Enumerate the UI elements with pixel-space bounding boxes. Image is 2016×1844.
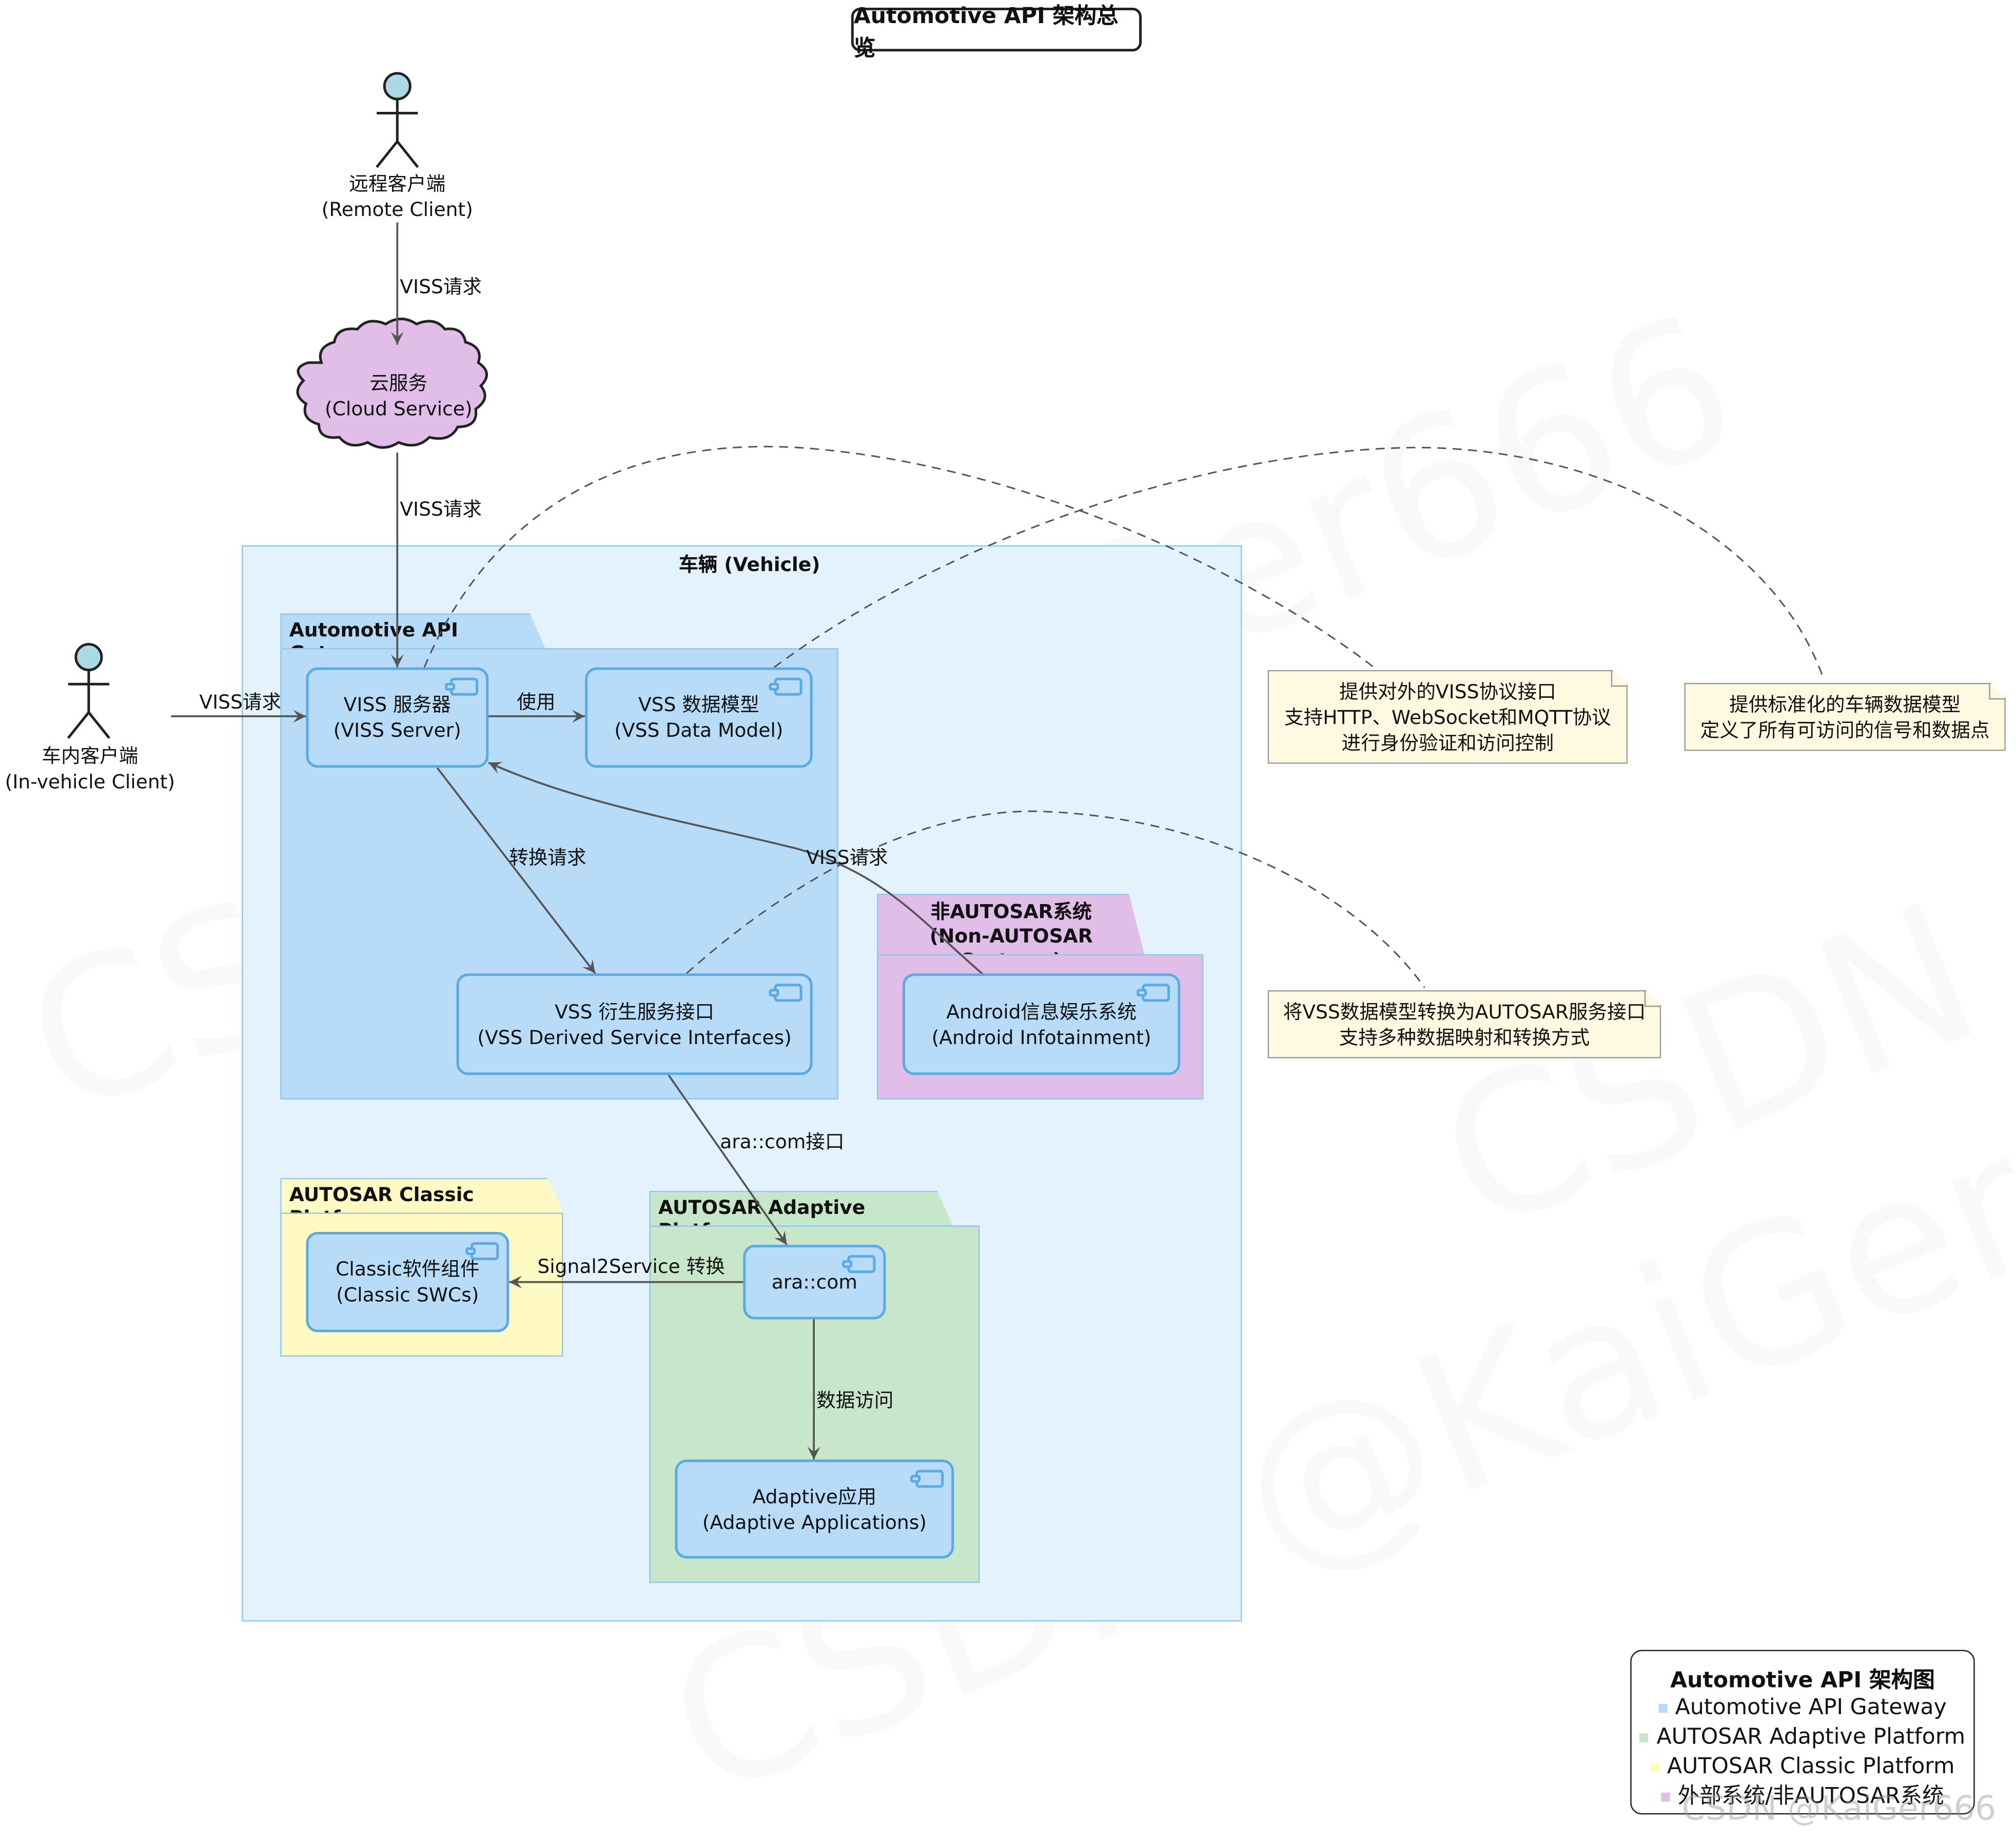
invehicle-client-label-1: 车内客户端 [42,744,139,768]
edge-label-invehicle-to-server: VISS请求 [199,690,282,714]
diagram-title: Automotive API 架构总览 [851,4,1142,62]
classic-swc-label-1: Classic软件组件 [336,1258,480,1281]
component-icon [910,1469,944,1488]
edge-label-aracom-to-classic: Signal2Service 转换 [537,1255,725,1279]
note-link-model [773,446,1824,678]
note-model-line-1: 提供标准化的车辆数据模型 [1729,693,1961,717]
remote-client-actor [376,72,419,168]
vss-model-label-1: VSS 数据模型 [638,693,759,717]
viss-server-label-2: (VISS Server) [333,719,461,742]
vss-data-model-component[interactable]: VSS 数据模型 (VSS Data Model) [585,667,813,768]
cloud-label-1: 云服务 [369,371,428,395]
legend-title: Automotive API 架构图 [1670,1668,1935,1694]
edge-label-server-to-derived: 转换请求 [509,846,586,870]
aracom-component[interactable]: ara::com [743,1245,886,1320]
legend-items: Automotive API Gateway AUTOSAR Adaptive … [1632,1694,1974,1812]
note-fold [1989,684,2004,699]
edge-label-server-uses-model: 使用 [517,690,556,714]
note-vss-model: 提供标准化的车辆数据模型 定义了所有可访问的信号和数据点 [1684,683,2005,751]
invehicle-client-label-2: (In-vehicle Client) [5,770,175,794]
edge-derived-to-aracom [668,1074,788,1246]
viss-server-component[interactable]: VISS 服务器 (VISS Server) [306,667,489,768]
note-fold [1611,671,1627,686]
edge-label-remote-to-cloud: VISS请求 [400,275,482,299]
component-icon [769,984,803,1002]
viss-server-label-1: VISS 服务器 [343,693,451,717]
component-icon [769,677,803,696]
android-infotainment-component[interactable]: Android信息娱乐系统 (Android Infotainment) [903,973,1181,1075]
vss-derived-component[interactable]: VSS 衍生服务接口 (VSS Derived Service Interfac… [456,973,813,1075]
legend-item-label: AUTOSAR Adaptive Platform [1656,1724,1966,1751]
aracom-label: ara::com [771,1270,857,1294]
edge-android-to-server [488,761,985,976]
component-icon [1137,984,1170,1002]
legend: Automotive API 架构图 Automotive API Gatewa… [1630,1650,1975,1815]
android-label-1: Android信息娱乐系统 [946,999,1137,1023]
legend-item-label: Automotive API Gateway [1675,1695,1947,1721]
legend-item-label: AUTOSAR Classic Platform [1667,1754,1955,1780]
legend-item: AUTOSAR Classic Platform [1632,1753,1974,1782]
cloud-label-2: (Cloud Service) [324,397,473,421]
classic-swc-component[interactable]: Classic软件组件 (Classic SWCs) [306,1232,510,1332]
note-model-line-2: 定义了所有可访问的信号和数据点 [1700,719,1990,742]
legend-item: AUTOSAR Adaptive Platform [1632,1723,1974,1753]
adaptive-apps-component[interactable]: Adaptive应用 (Adaptive Applications) [675,1459,954,1559]
remote-client-label-2: (Remote Client) [321,198,473,222]
corner-watermark: CSDN @KaiGer666 [1681,1790,1997,1829]
vss-model-label-2: (VSS Data Model) [614,719,784,742]
invehicle-client-label: 车内客户端 (In-vehicle Client) [0,743,180,795]
non-autosar-package-tab: 非AUTOSAR系统 (Non-AUTOSAR Systems) [877,894,1144,954]
note-fold [1645,991,1660,1007]
invehicle-client-actor [67,643,110,739]
remote-client-label-1: 远程客户端 [349,172,446,195]
note-vss-derived: 将VSS数据模型转换为AUTOSAR服务接口 支持多种数据映射和转换方式 [1268,990,1661,1058]
edge-label-android-to-server: VISS请求 [806,846,888,870]
edge-server-to-derived [436,767,596,974]
classic-swc-label-2: (Classic SWCs) [336,1283,479,1307]
legend-item: Automotive API Gateway [1632,1694,1974,1723]
note-viss-line-2: 支持HTTP、WebSocket和MQTT协议 [1284,705,1611,730]
edge-label-derived-to-aracom: ara::com接口 [720,1130,845,1154]
component-icon [465,1242,499,1261]
legend-swatch [1639,1733,1649,1742]
legend-swatch [1650,1762,1659,1772]
adaptive-apps-label-2: (Adaptive Applications) [702,1510,927,1534]
edge-label-aracom-to-apps: 数据访问 [816,1388,894,1412]
cloud-shape [296,318,488,449]
adaptive-apps-label-1: Adaptive应用 [752,1484,877,1508]
vss-derived-label-2: (VSS Derived Service Interfaces) [477,1025,792,1049]
note-viss-server: 提供对外的VISS协议接口 支持HTTP、WebSocket和MQTT协议 进行… [1268,670,1628,764]
note-viss-line-1: 提供对外的VISS协议接口 [1339,680,1556,703]
legend-swatch [1658,1703,1668,1713]
remote-client-label: 远程客户端 (Remote Client) [307,171,487,222]
legend-item: 外部系统/非AUTOSAR系统 [1632,1782,1974,1812]
note-link-viss [423,445,1377,670]
component-icon [842,1255,876,1273]
component-icon [444,677,479,696]
legend-swatch [1661,1792,1670,1801]
non-autosar-label-1: 非AUTOSAR系统 [930,900,1092,924]
note-viss-line-3: 进行身份验证和访问控制 [1341,732,1554,755]
cloud-service-label: 云服务 (Cloud Service) [321,370,476,422]
note-derived-line-2: 支持多种数据映射和转换方式 [1339,1026,1590,1050]
note-derived-line-1: 将VSS数据模型转换为AUTOSAR服务接口 [1283,1000,1646,1024]
android-label-2: (Android Infotainment) [931,1025,1151,1049]
edge-label-cloud-to-server: VISS请求 [400,497,482,521]
legend-item-label: 外部系统/非AUTOSAR系统 [1677,1783,1944,1810]
note-link-derived [686,810,1425,988]
vss-derived-label-1: VSS 衍生服务接口 [555,999,714,1023]
vehicle-frame-label: 车辆 (Vehicle) [679,553,820,576]
